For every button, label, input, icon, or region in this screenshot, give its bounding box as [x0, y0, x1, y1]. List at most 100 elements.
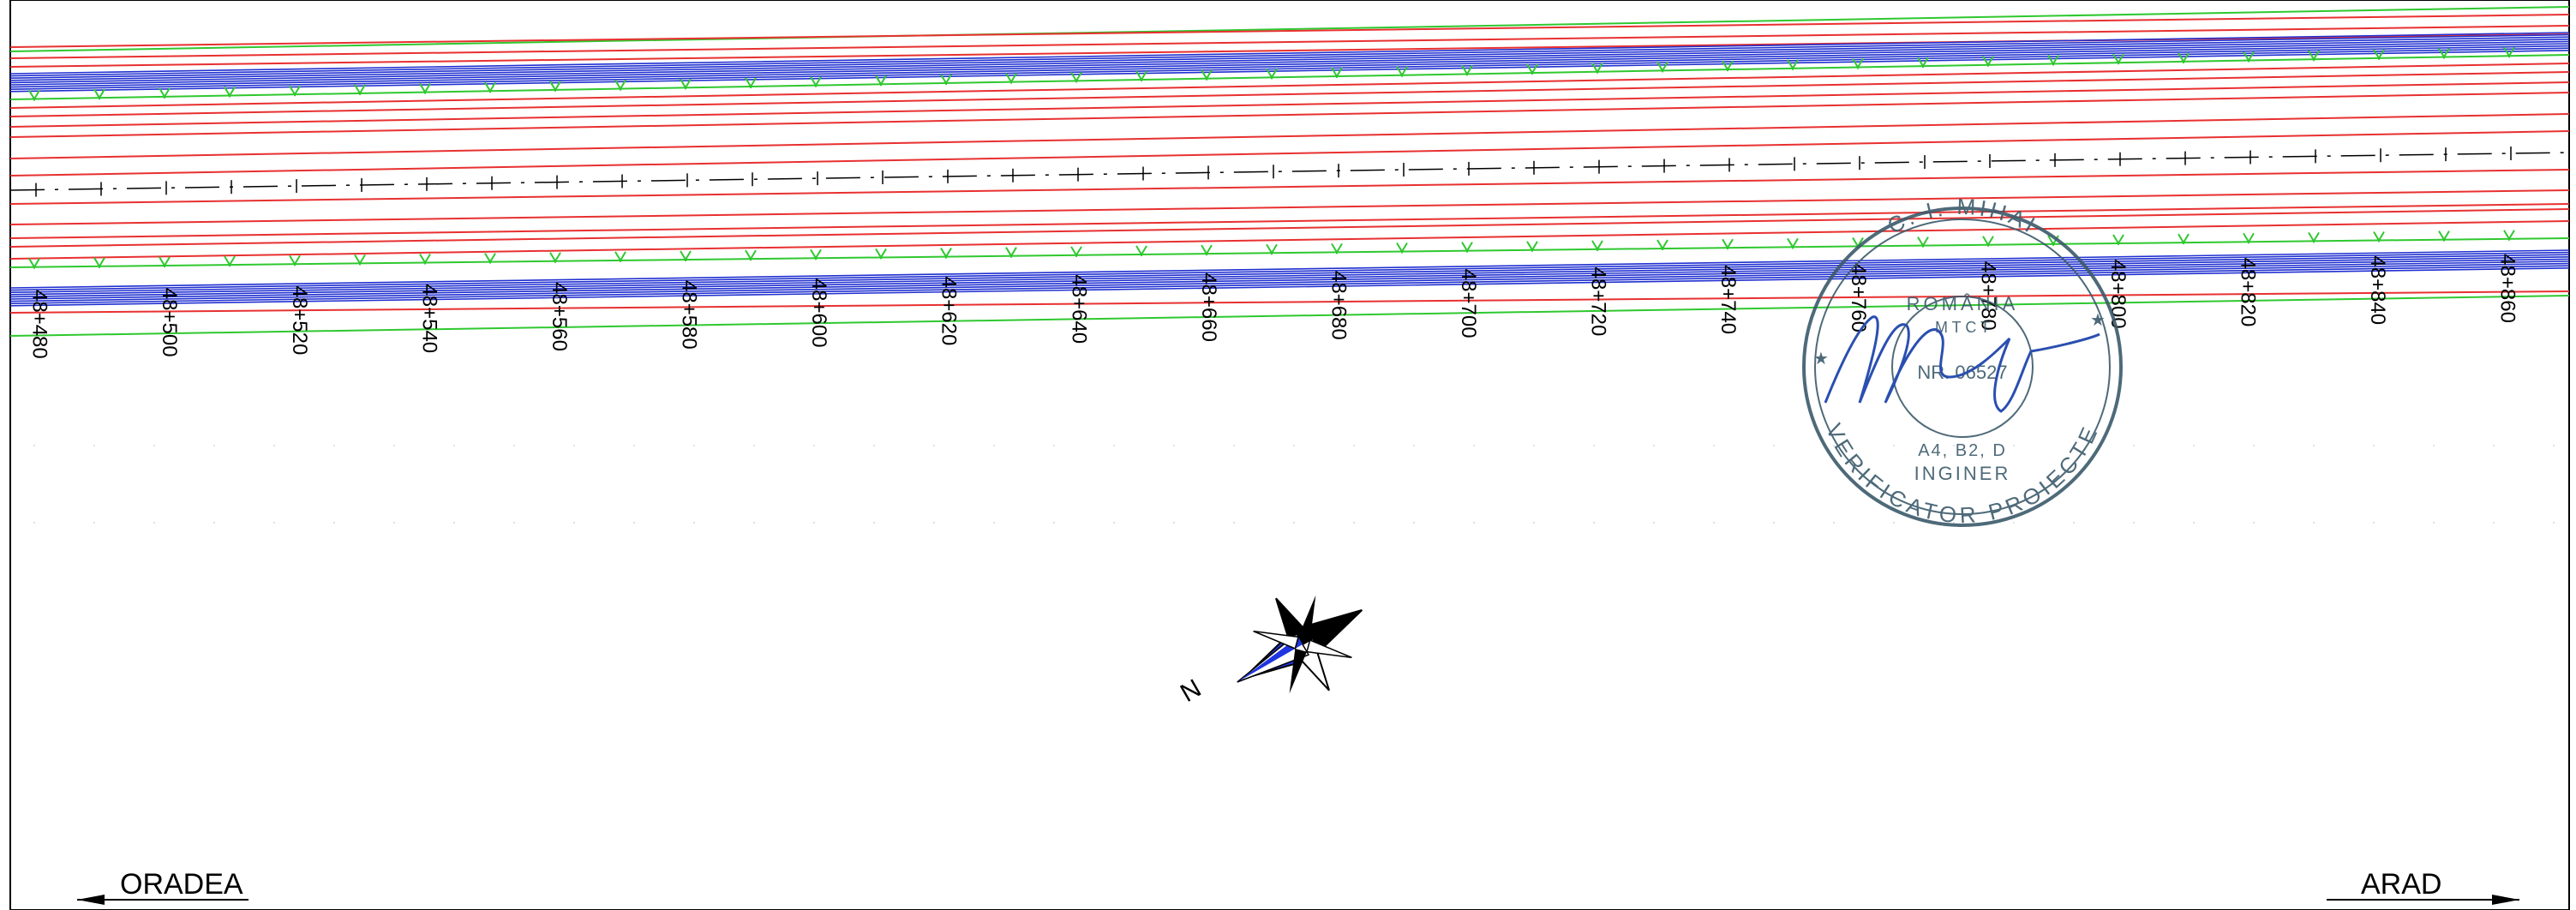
road-line	[9, 290, 2570, 314]
slope-tick	[354, 84, 366, 95]
survey-dot	[1173, 445, 1175, 446]
survey-dot	[2133, 522, 2135, 524]
road-line	[9, 50, 2570, 93]
road-line	[9, 43, 2570, 86]
survey-dot	[2493, 522, 2495, 524]
slope-tick	[1005, 73, 1017, 84]
slope-tick	[484, 253, 496, 264]
slope-tick	[680, 78, 692, 90]
survey-dot	[2433, 445, 2435, 446]
survey-dot	[573, 522, 575, 524]
slope-tick	[1982, 236, 1994, 247]
slope-tick	[2373, 49, 2385, 60]
road-line	[9, 47, 2570, 90]
survey-dot	[2433, 522, 2435, 524]
slope-tick	[1396, 66, 1408, 77]
slope-tick	[940, 248, 952, 259]
slope-tick	[1461, 64, 1473, 76]
slope-tick	[1526, 63, 1538, 75]
survey-dot	[33, 445, 35, 446]
chainage-label: 48+820	[2236, 258, 2259, 327]
survey-dot	[393, 522, 395, 524]
road-line	[9, 220, 2570, 260]
road-line	[9, 258, 2570, 298]
survey-dot	[2253, 522, 2255, 524]
road-line	[9, 71, 2570, 117]
chainage-label: 48+760	[1847, 263, 1870, 332]
slope-tick	[1852, 57, 1864, 69]
survey-dot	[1053, 522, 1055, 524]
survey-dot	[1233, 522, 1235, 524]
survey-dot	[153, 522, 155, 524]
slope-tick	[1982, 56, 1994, 67]
slope-tick	[1135, 245, 1147, 256]
slope-tick	[1201, 244, 1213, 256]
slope-tick	[1917, 57, 1929, 69]
chainage-label: 48+780	[1976, 261, 1999, 331]
slope-tick	[940, 74, 952, 85]
north-arrow	[1237, 595, 1363, 694]
slope-tick	[810, 76, 822, 87]
slope-tick	[2438, 230, 2450, 242]
slope-tick	[484, 81, 496, 93]
slope-tick	[2308, 50, 2320, 62]
slope-tick	[2373, 231, 2385, 242]
chainage-label: 48+740	[1716, 265, 1740, 334]
slope-tick	[1917, 236, 1929, 248]
road-line	[9, 32, 2570, 75]
survey-dot	[2553, 522, 2555, 524]
survey-dot	[633, 445, 635, 446]
slope-tick	[419, 253, 431, 265]
survey-dot	[1533, 445, 1535, 446]
chainage-label: 48+640	[1067, 274, 1090, 344]
stamp-number: NR. 06527	[1917, 362, 2007, 383]
survey-dot	[453, 445, 455, 446]
survey-dot	[1713, 445, 1715, 446]
survey-dot	[333, 522, 335, 524]
road-line	[9, 63, 2570, 109]
survey-dot	[1593, 445, 1595, 446]
chainage-label: 48+600	[807, 278, 830, 348]
slope-tick	[2503, 46, 2515, 58]
survey-dot	[813, 522, 815, 524]
chainage-label: 48+560	[548, 282, 571, 351]
chainage-label: 48+700	[1457, 269, 1480, 338]
survey-dot	[93, 522, 95, 524]
slope-tick	[2112, 53, 2124, 65]
road-line	[9, 25, 2570, 59]
chainage-label: 48+860	[2496, 254, 2519, 323]
road-line	[9, 81, 2570, 128]
slope-tick	[2178, 52, 2190, 63]
slope-tick	[1396, 242, 1408, 254]
stamp-country: ROMÂNIA	[1907, 293, 2019, 314]
survey-dot	[153, 445, 155, 446]
survey-dot	[2553, 445, 2555, 446]
compass-north-label: N	[1176, 674, 1206, 708]
slope-tick	[1331, 67, 1343, 79]
chainage-label: 48+660	[1197, 272, 1220, 342]
survey-dot	[1353, 445, 1355, 446]
survey-dot	[1173, 522, 1175, 524]
slope-tick	[745, 249, 757, 261]
sheet-frame	[9, 0, 2570, 910]
survey-dot	[1833, 522, 1835, 524]
slope-tick	[2178, 233, 2190, 245]
chainage-label: 48+480	[28, 290, 51, 359]
survey-dot	[213, 445, 215, 446]
survey-dot	[1113, 445, 1115, 446]
slope-tick	[419, 83, 431, 94]
slope-tick	[680, 250, 692, 262]
survey-dot	[2313, 445, 2315, 446]
survey-dot	[1773, 522, 1775, 524]
slope-tick	[28, 89, 40, 101]
survey-dot	[2373, 522, 2375, 524]
stamp-classes: A4, B2, D	[1918, 441, 2007, 460]
survey-dot	[1593, 522, 1595, 524]
road-line	[9, 249, 2570, 289]
survey-dot	[993, 445, 995, 446]
chainage-label: 48+680	[1327, 271, 1350, 340]
slope-tick	[2243, 51, 2255, 63]
survey-dot	[1533, 522, 1535, 524]
slope-tick	[549, 81, 561, 92]
road-line	[9, 256, 2570, 296]
